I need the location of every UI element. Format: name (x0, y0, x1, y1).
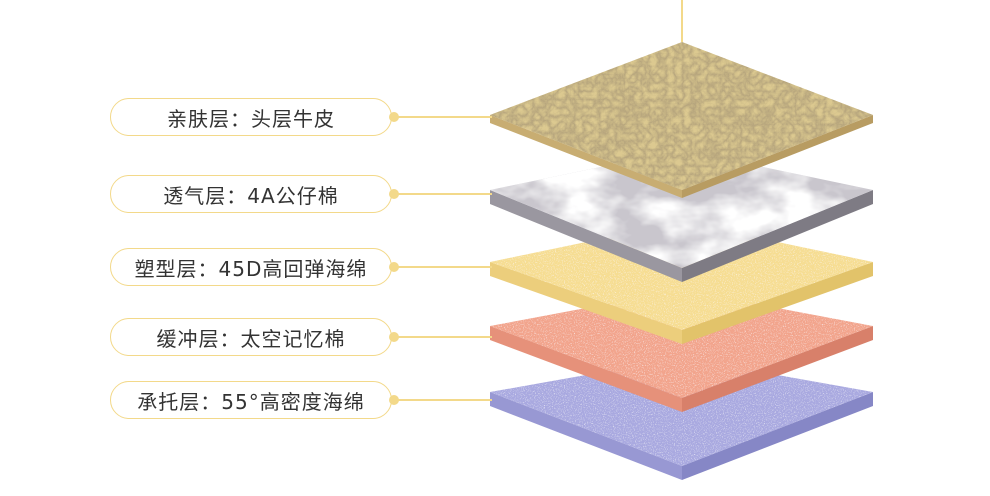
layer-4-left-face (490, 326, 682, 412)
layer-label-text: 缓冲层：太空记忆棉 (156, 326, 346, 351)
layer-label-1: 亲肤层：头层牛皮 (110, 98, 392, 136)
layer-2-top-face (490, 150, 873, 268)
layer-label-4: 缓冲层：太空记忆棉 (110, 318, 392, 356)
layer-5-left-face (490, 392, 682, 480)
layer-1 (490, 42, 873, 198)
top-connector-line (681, 0, 683, 42)
connector-line (392, 193, 492, 195)
layer-label-3: 塑型层：45D高回弹海绵 (110, 248, 392, 286)
layer-label-text: 透气层：4A公仔棉 (163, 183, 339, 208)
layer-label-2: 透气层：4A公仔棉 (110, 175, 392, 213)
layer-3-right-face (682, 262, 873, 344)
layer-4-right-face (682, 326, 873, 412)
layer-label-text: 塑型层：45D高回弹海绵 (134, 256, 368, 281)
layer-1-left-face (490, 115, 682, 198)
connector-line (392, 399, 492, 401)
layer-2-left-face (490, 190, 682, 282)
layer-2 (490, 150, 873, 282)
layer-1-right-face (682, 115, 873, 198)
layer-5-top-face (490, 358, 873, 466)
layer-5-right-face (682, 392, 873, 480)
connector-line (392, 336, 492, 338)
layer-5 (490, 358, 873, 480)
layer-4-top-face (490, 290, 873, 398)
layer-label-text: 亲肤层：头层牛皮 (167, 106, 335, 131)
layer-label-5: 承托层：55°高密度海绵 (110, 381, 392, 419)
connector-line (392, 116, 492, 118)
connector-line (392, 266, 492, 268)
layer-2-right-face (682, 190, 873, 282)
layer-1-top-face (490, 42, 873, 190)
layer-label-text: 承托层：55°高密度海绵 (137, 389, 365, 414)
layer-4 (490, 290, 873, 412)
layer-3-left-face (490, 262, 682, 344)
